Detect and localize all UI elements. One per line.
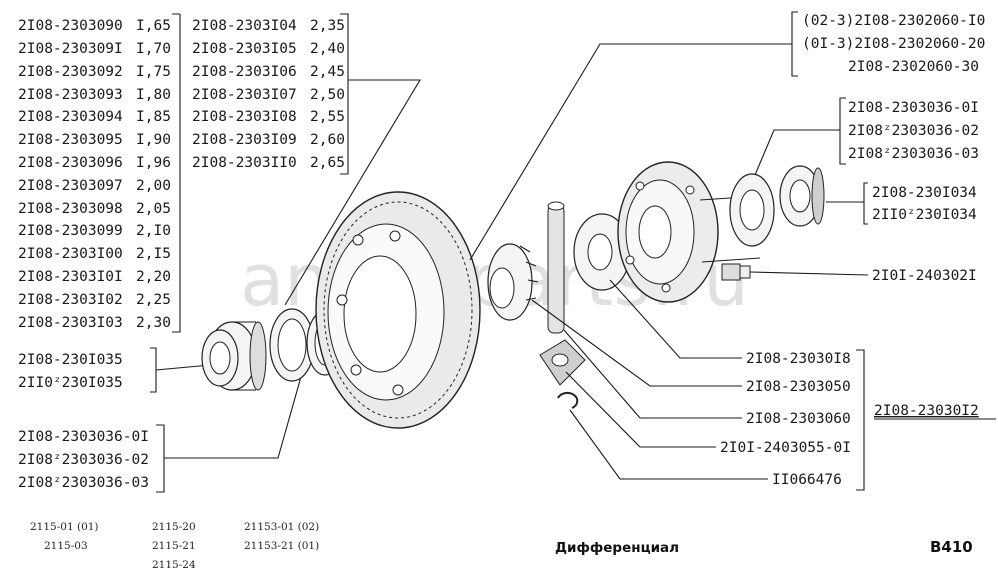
washer-table-bracket-left	[172, 13, 181, 333]
washer-size: I,90	[136, 132, 171, 148]
right-bearing-label: 2II0ᶻ230I034	[872, 207, 977, 223]
figure-code: B410	[930, 538, 973, 556]
washer-part: 2I08-2303I09	[192, 132, 297, 148]
washer-part: 2I08-2303I05	[192, 41, 297, 57]
washer-part: 2I08-2303092	[18, 64, 123, 80]
washer-size: 2,50	[310, 87, 345, 103]
washer-part: 2I08-2303I02	[18, 292, 123, 308]
bearing-leader	[150, 347, 211, 393]
washer-part: 2I08-2303I06	[192, 64, 297, 80]
washer-size: I,65	[136, 18, 171, 34]
washer-size: 2,65	[310, 155, 345, 171]
washer-part: 2I08-2303I00	[18, 246, 123, 262]
axle-gear-drawing	[487, 243, 539, 321]
washer-part: 2I08-2303I08	[192, 109, 297, 125]
housing-label: (02-3)2I08-2302060-I0	[802, 13, 985, 29]
washer-part: 2I08-230309I	[18, 41, 123, 57]
thrust-washer-label: 2I0I-2403055-0I	[720, 440, 851, 456]
pinion-gear-label: 2I08-2303060	[746, 411, 851, 427]
washer-part: 2I08-2303I03	[18, 315, 123, 331]
housing-leader	[469, 11, 798, 261]
bolt-drawing	[721, 263, 751, 281]
ring-label-right: 2I08ᶻ2303036-02	[848, 123, 979, 139]
washer-part: 2I08-2303090	[18, 18, 123, 34]
washer-part: 2I08-2303099	[18, 223, 123, 239]
washer-size: 2,45	[310, 64, 345, 80]
washer-part: 2I08-2303093	[18, 87, 123, 103]
ring-label-right: 2I08ᶻ2303036-03	[848, 146, 979, 162]
washer-size: 2,05	[136, 201, 171, 217]
washer-table-bracket-right	[340, 13, 349, 175]
housing-drawing	[617, 161, 761, 303]
bearing-label: 2I08-230I035	[18, 352, 123, 368]
snap-ring-label: II066476	[772, 472, 842, 488]
model-code: 2115-20	[152, 521, 196, 533]
thrust-washer-leader	[565, 371, 716, 448]
washer-size: I,80	[136, 87, 171, 103]
washer-size: 2,35	[310, 18, 345, 34]
bolt-leader	[749, 271, 869, 276]
snap-ring-leader	[569, 409, 768, 480]
washer-part: 2I08-2303II0	[192, 155, 297, 171]
thrust-washer-drawing	[539, 339, 586, 386]
washer-size: 2,30	[136, 315, 171, 331]
washer-part: 2I08-2303094	[18, 109, 123, 125]
washer-part: 2I08-2303095	[18, 132, 123, 148]
washer-part: 2I08-2303I04	[192, 18, 297, 34]
washer-size: 2,40	[310, 41, 345, 57]
washer-size: 2,I5	[136, 246, 171, 262]
pinion-gear-leader	[563, 329, 742, 419]
axle-gear-leader	[609, 279, 742, 359]
ring-label-right: 2I08-2303036-0I	[848, 100, 979, 116]
bearing-label: 2II0ᶻ230I035	[18, 375, 123, 391]
ring-label-left: 2I08-2303036-0I	[18, 429, 149, 445]
ring-gear-drawing	[315, 191, 481, 429]
housing-label: (0I-3)2I08-2302060-20	[802, 36, 985, 52]
ring-label-left: 2I08ᶻ2303036-02	[18, 452, 149, 468]
washer-size: 2,20	[136, 269, 171, 285]
pinion-shaft-drawing	[547, 201, 565, 334]
washer-part: 2I08-2303096	[18, 155, 123, 171]
washer-part: 2I08-2303I07	[192, 87, 297, 103]
model-code: 2115-03	[44, 540, 88, 552]
side-gear-drawing	[573, 213, 631, 291]
washer-size: I,96	[136, 155, 171, 171]
ring-leader-left	[156, 344, 311, 493]
bolt-label: 2I0I-240302I	[872, 268, 977, 284]
washer-table-col1: 2I08-2303090 I,65 2I08-230309I I,70 2I08…	[18, 18, 171, 331]
assembly-bracket	[856, 349, 865, 491]
housing-label: 2I08-2302060-30	[848, 59, 979, 75]
axle-gear-label: 2I08-23030I8	[746, 351, 851, 367]
right-bearing-label: 2I08-230I034	[872, 185, 977, 201]
washer-size: I,85	[136, 109, 171, 125]
washer-table-col2: 2I08-2303I04 2,35 2I08-2303I05 2,40 2I08…	[192, 18, 345, 171]
washer-part: 2I08-2303097	[18, 178, 123, 194]
washer-part: 2I08-2303098	[18, 201, 123, 217]
model-code: 2115-24	[152, 559, 196, 571]
model-code: 2115-01 (01)	[30, 521, 99, 533]
diagram-title: Дифференциал	[555, 540, 679, 556]
left-bearing-drawing	[201, 321, 267, 391]
pinion-shaft-label: 2I08-2303050	[746, 379, 851, 395]
washer-size: 2,25	[136, 292, 171, 308]
right-bearing-drawing	[729, 165, 825, 247]
assembly-label: 2I08-23030I2	[874, 403, 979, 419]
pinion-shaft-leader	[531, 299, 742, 387]
washer-size: 2,55	[310, 109, 345, 125]
ring-label-left: 2I08ᶻ2303036-03	[18, 475, 149, 491]
model-code: 21153-21 (01)	[244, 540, 319, 552]
washer-size: 2,I0	[136, 223, 171, 239]
washer-part: 2I08-2303I0I	[18, 269, 123, 285]
model-code: 21153-01 (02)	[244, 521, 319, 533]
ring-leader-right	[754, 97, 846, 176]
washer-leader	[284, 79, 421, 306]
model-code: 2115-21	[152, 540, 196, 552]
snap-ring-drawing	[557, 391, 579, 409]
right-bearing-leader	[826, 182, 868, 225]
washer-size: 2,00	[136, 178, 171, 194]
washer-size: I,75	[136, 64, 171, 80]
washer-size: 2,60	[310, 132, 345, 148]
washer-size: I,70	[136, 41, 171, 57]
